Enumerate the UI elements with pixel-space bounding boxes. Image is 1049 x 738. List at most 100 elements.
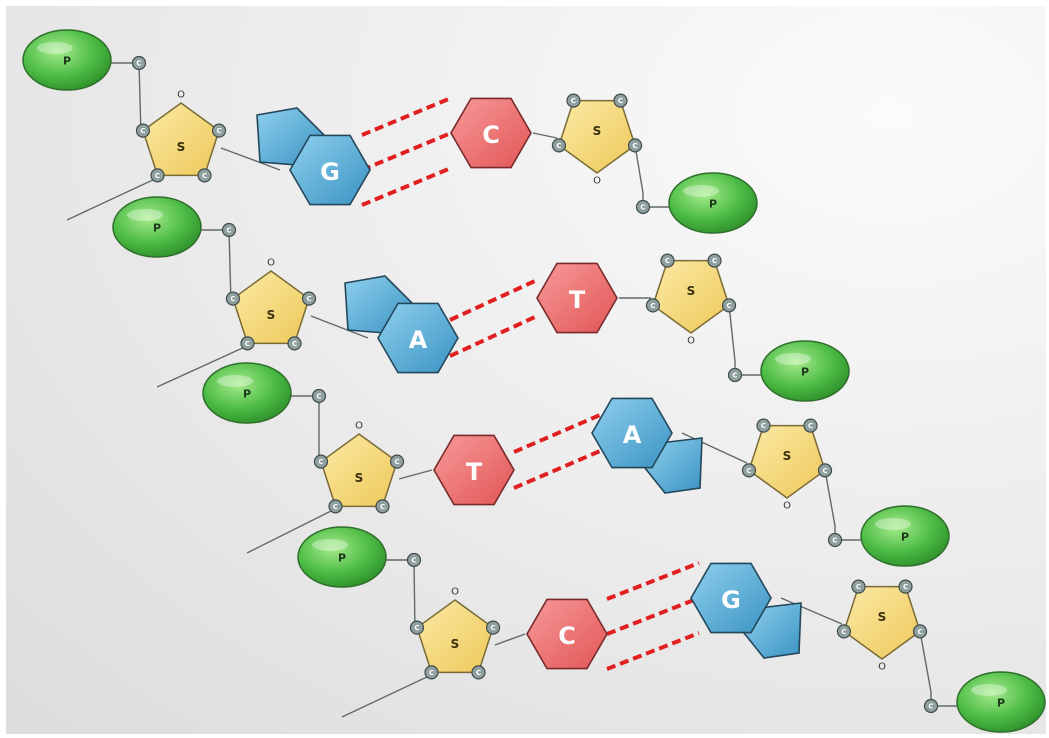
sugar-group: SO	[843, 585, 921, 673]
backbone-link	[246, 508, 336, 554]
carbon-dot	[131, 55, 147, 71]
carbon-node: C	[135, 123, 151, 138]
carbon-dot	[301, 291, 317, 306]
carbon-dot	[627, 138, 643, 153]
carbon-dot	[311, 388, 327, 404]
purine-hexagon	[289, 134, 371, 206]
backbone-link	[824, 469, 836, 527]
purine-hexagon	[690, 562, 772, 634]
pyrimidine-base: T	[433, 434, 515, 506]
carbon-node: C	[817, 463, 833, 478]
carbon-node: C	[225, 291, 241, 306]
glycosidic-link	[681, 432, 748, 464]
pyrimidine-hexagon	[536, 262, 618, 334]
carbon-node: C	[424, 665, 439, 680]
hydrogen-bond	[606, 596, 700, 636]
glycosidic-link	[220, 147, 281, 171]
carbon-node: C	[240, 336, 255, 351]
glycosidic-link	[780, 597, 843, 625]
phosphate-group: P	[22, 29, 112, 91]
carbon-dot	[566, 93, 581, 108]
oxygen-label: O	[783, 501, 791, 512]
sugar-group: SO	[142, 90, 220, 177]
carbon-node: C	[221, 222, 237, 238]
carbon-dot	[135, 123, 151, 138]
backbone-link	[728, 304, 736, 362]
sugar-pentagon	[558, 99, 636, 174]
carbon-node: C	[566, 93, 581, 108]
carbon-node: C	[375, 499, 390, 514]
carbon-node: C	[409, 620, 425, 635]
glycosidic-link	[532, 132, 558, 139]
sugar-group: SO	[416, 587, 494, 674]
carbon-node: C	[197, 168, 212, 183]
sugar-pentagon	[748, 424, 826, 499]
sugar-group: SO	[558, 99, 636, 187]
backbone-link	[228, 229, 232, 304]
carbon-dot	[707, 253, 722, 268]
backbone-link	[919, 630, 932, 693]
phosphate-highlight	[683, 185, 719, 197]
phosphate-group: P	[297, 526, 387, 588]
phosphate-highlight	[875, 518, 911, 530]
carbon-node: C	[923, 698, 939, 714]
carbon-node: C	[836, 624, 852, 639]
carbon-dot	[613, 93, 628, 108]
carbon-node: C	[131, 55, 147, 71]
carbon-node: C	[756, 418, 771, 433]
carbon-dot	[721, 298, 737, 313]
carbon-node: C	[485, 620, 501, 635]
carbon-dot	[221, 222, 237, 238]
phosphate-highlight	[312, 539, 348, 551]
carbon-dot	[409, 620, 425, 635]
carbon-node: C	[211, 123, 227, 138]
phosphate-group: P	[860, 505, 950, 567]
carbon-dot	[150, 168, 165, 183]
hydrogen-bond	[361, 131, 452, 172]
phosphate-shape	[760, 340, 850, 402]
phosphate-shape	[22, 29, 112, 91]
carbon-node: C	[851, 579, 866, 594]
phosphate-group: P	[760, 340, 850, 402]
backbone-link	[413, 559, 416, 633]
carbon-node: C	[551, 138, 567, 153]
phosphate-group: P	[956, 671, 1046, 733]
carbon-dot	[817, 463, 833, 478]
oxygen-label: O	[687, 336, 695, 347]
backbone-link	[634, 144, 644, 194]
carbon-node: C	[406, 552, 422, 568]
carbon-node: C	[287, 336, 302, 351]
carbon-dot	[912, 624, 928, 639]
pyrimidine-base: C	[526, 598, 608, 670]
carbon-dot	[803, 418, 818, 433]
phosphate-shape	[668, 172, 758, 234]
carbon-node: C	[613, 93, 628, 108]
phosphate-highlight	[775, 353, 811, 365]
hydrogen-bond	[449, 314, 538, 358]
pyrimidine-hexagon	[450, 97, 532, 169]
purine-hexagon	[377, 302, 459, 374]
purine-hexagon	[591, 397, 673, 469]
carbon-dot	[551, 138, 567, 153]
carbon-dot	[645, 298, 661, 313]
hydrogen-bond	[513, 449, 601, 490]
carbon-node: C	[898, 579, 913, 594]
pyrimidine-hexagon	[526, 598, 608, 670]
sugar-group: SO	[232, 258, 310, 345]
carbon-node: C	[727, 367, 743, 383]
carbon-node: C	[803, 418, 818, 433]
carbon-dot	[197, 168, 212, 183]
hydrogen-bond	[513, 413, 601, 454]
carbon-node: C	[627, 138, 643, 153]
carbon-dot	[225, 291, 241, 306]
glycosidic-link	[398, 469, 433, 480]
sugar-group: SO	[652, 259, 730, 347]
carbon-node: C	[721, 298, 737, 313]
carbon-node: C	[741, 463, 757, 478]
sugar-pentagon	[320, 433, 398, 508]
carbon-dot	[741, 463, 757, 478]
carbon-dot	[328, 499, 343, 514]
